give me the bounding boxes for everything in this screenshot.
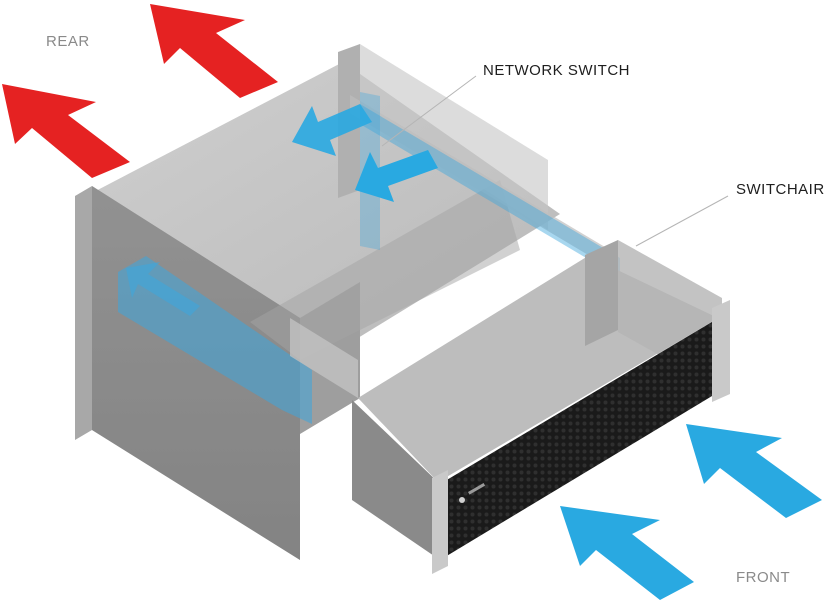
- switchair-label: SWITCHAIR: [736, 182, 825, 197]
- network-switch-label: NETWORK SWITCH: [483, 63, 630, 78]
- arrow-up-left-icon: [560, 506, 694, 600]
- front-label: FRONT: [736, 570, 790, 585]
- arrow-up-left-icon: [686, 424, 822, 518]
- arrow-up-left-icon: [150, 4, 278, 98]
- arrow-up-left-icon: [2, 84, 130, 178]
- rear-label: REAR: [46, 34, 90, 49]
